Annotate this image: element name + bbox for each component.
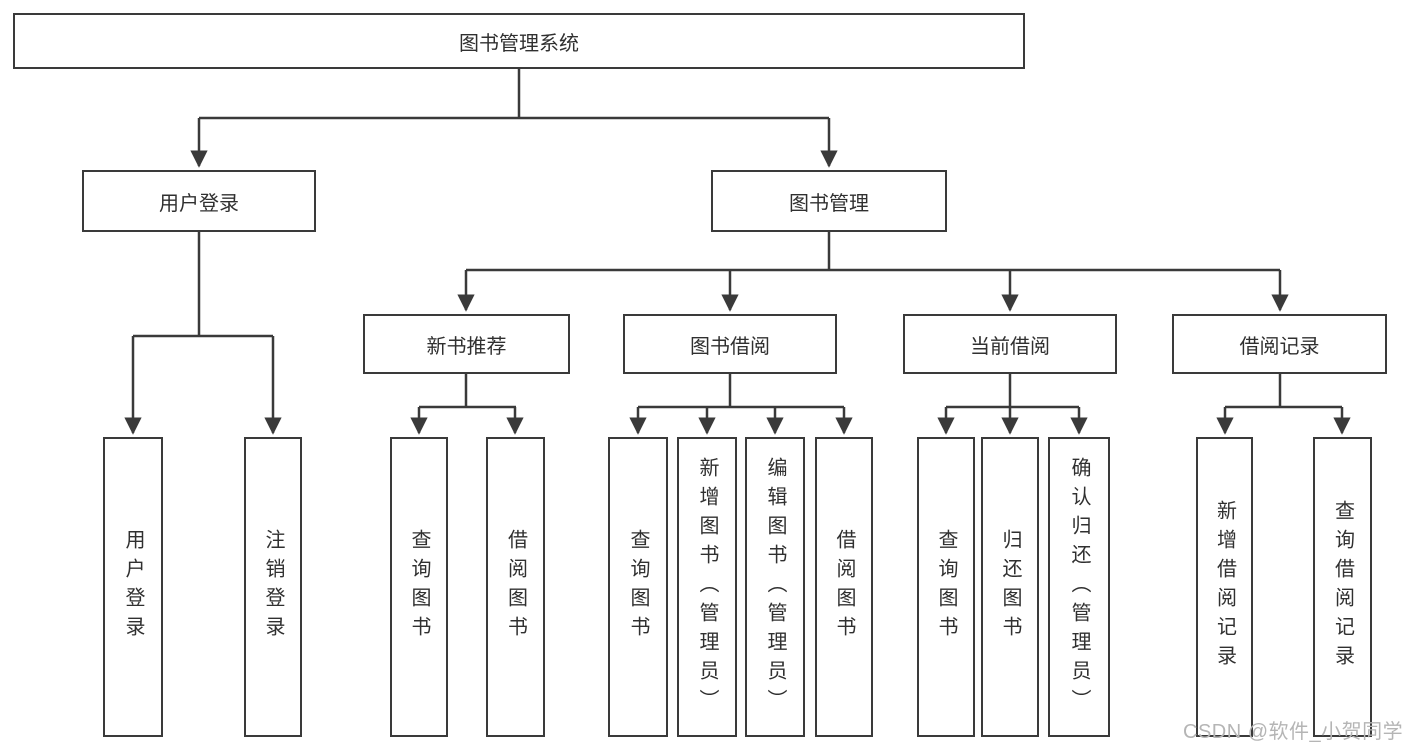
node-current-borrow: 当前借阅 xyxy=(903,314,1117,374)
leaf-user-login: 用户登录 xyxy=(103,437,163,737)
leaf-query-books-current: 查询图书 xyxy=(917,437,975,737)
leaf-edit-books-admin: 编辑图书（管理员） xyxy=(745,437,805,737)
leaf-borrow-books-recommend: 借阅图书 xyxy=(486,437,545,737)
leaf-add-borrow-record: 新增借阅记录 xyxy=(1196,437,1253,737)
leaf-return-books: 归还图书 xyxy=(981,437,1039,737)
node-root-library-system: 图书管理系统 xyxy=(13,13,1025,69)
node-user-login: 用户登录 xyxy=(82,170,316,232)
node-new-book-recommend: 新书推荐 xyxy=(363,314,570,374)
leaf-confirm-return-admin: 确认归还（管理员） xyxy=(1048,437,1110,737)
node-borrow-records: 借阅记录 xyxy=(1172,314,1387,374)
node-book-borrow: 图书借阅 xyxy=(623,314,837,374)
csdn-watermark: CSDN @软件_小贺同学 xyxy=(1183,721,1404,743)
leaf-query-books-borrow: 查询图书 xyxy=(608,437,668,737)
leaf-borrow-books: 借阅图书 xyxy=(815,437,873,737)
leaf-logout: 注销登录 xyxy=(244,437,302,737)
leaf-add-books-admin: 新增图书（管理员） xyxy=(677,437,737,737)
node-book-management: 图书管理 xyxy=(711,170,947,232)
leaf-query-books-recommend: 查询图书 xyxy=(390,437,448,737)
leaf-query-borrow-record: 查询借阅记录 xyxy=(1313,437,1372,737)
